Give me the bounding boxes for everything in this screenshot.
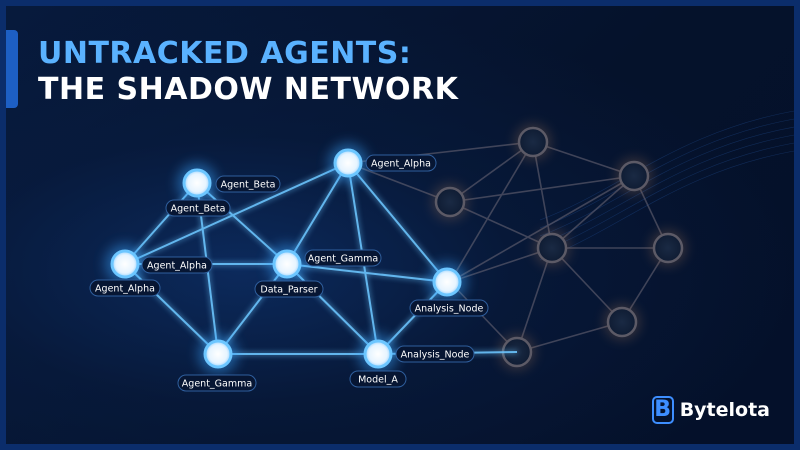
brand-logo: B Bytelota — [651, 396, 770, 424]
label-text: Agent_Beta — [171, 204, 226, 215]
node-agent-beta — [177, 163, 217, 203]
label-agent-alpha-1: Agent_Alpha — [365, 154, 437, 172]
label-text: Agent_Alpha — [371, 159, 431, 170]
brand-name: Bytelota — [679, 399, 770, 421]
node-agent-alpha-top — [328, 143, 368, 183]
label-text: Agent_Beta — [221, 180, 276, 191]
label-text: Agent_Gamma — [308, 254, 378, 265]
bytelota-b-logo-icon: B — [651, 396, 674, 424]
label-text: Analysis_Node — [401, 350, 470, 361]
label-agent-beta-2: Agent_Beta — [165, 199, 231, 217]
shadow-node — [515, 124, 551, 160]
network-nodes — [105, 143, 467, 374]
shadow-node — [650, 230, 686, 266]
label-agent-gamma-2: Agent_Gamma — [177, 374, 257, 392]
label-agent-beta-1: Agent_Beta — [215, 175, 281, 193]
label-text: Model_A — [358, 375, 398, 386]
label-analysis-node-2: Analysis_Node — [395, 345, 475, 363]
label-text: Agent_Gamma — [182, 379, 252, 390]
label-data-parser: Data_Parser — [254, 280, 324, 298]
node-labels: Agent_Beta Agent_Beta Agent_Alpha Agent_… — [89, 154, 489, 392]
label-agent-gamma-1: Agent_Gamma — [304, 249, 382, 267]
shadow-node — [432, 184, 468, 220]
node-agent-alpha-left — [105, 244, 145, 284]
shadow-node — [616, 158, 652, 194]
node-model-a — [358, 334, 398, 374]
label-text: Agent_Alpha — [147, 261, 207, 272]
label-agent-alpha-3: Agent_Alpha — [89, 279, 161, 297]
label-analysis-node-1: Analysis_Node — [409, 299, 489, 317]
title-line-2: THE SHADOW NETWORK — [38, 72, 459, 107]
node-agent-gamma — [198, 334, 238, 374]
label-model-a: Model_A — [349, 370, 407, 388]
shadow-node — [534, 230, 570, 266]
title-line-1: UNTRACKED AGENTS: — [38, 36, 412, 71]
label-text: Analysis_Node — [415, 304, 484, 315]
node-analysis — [427, 262, 467, 302]
label-text: Agent_Alpha — [95, 284, 155, 295]
shadow-network-nodes — [432, 124, 686, 370]
label-agent-alpha-2: Agent_Alpha — [141, 256, 213, 274]
label-text: Data_Parser — [260, 285, 317, 296]
shadow-node — [604, 304, 640, 340]
node-data-parser — [267, 244, 307, 284]
